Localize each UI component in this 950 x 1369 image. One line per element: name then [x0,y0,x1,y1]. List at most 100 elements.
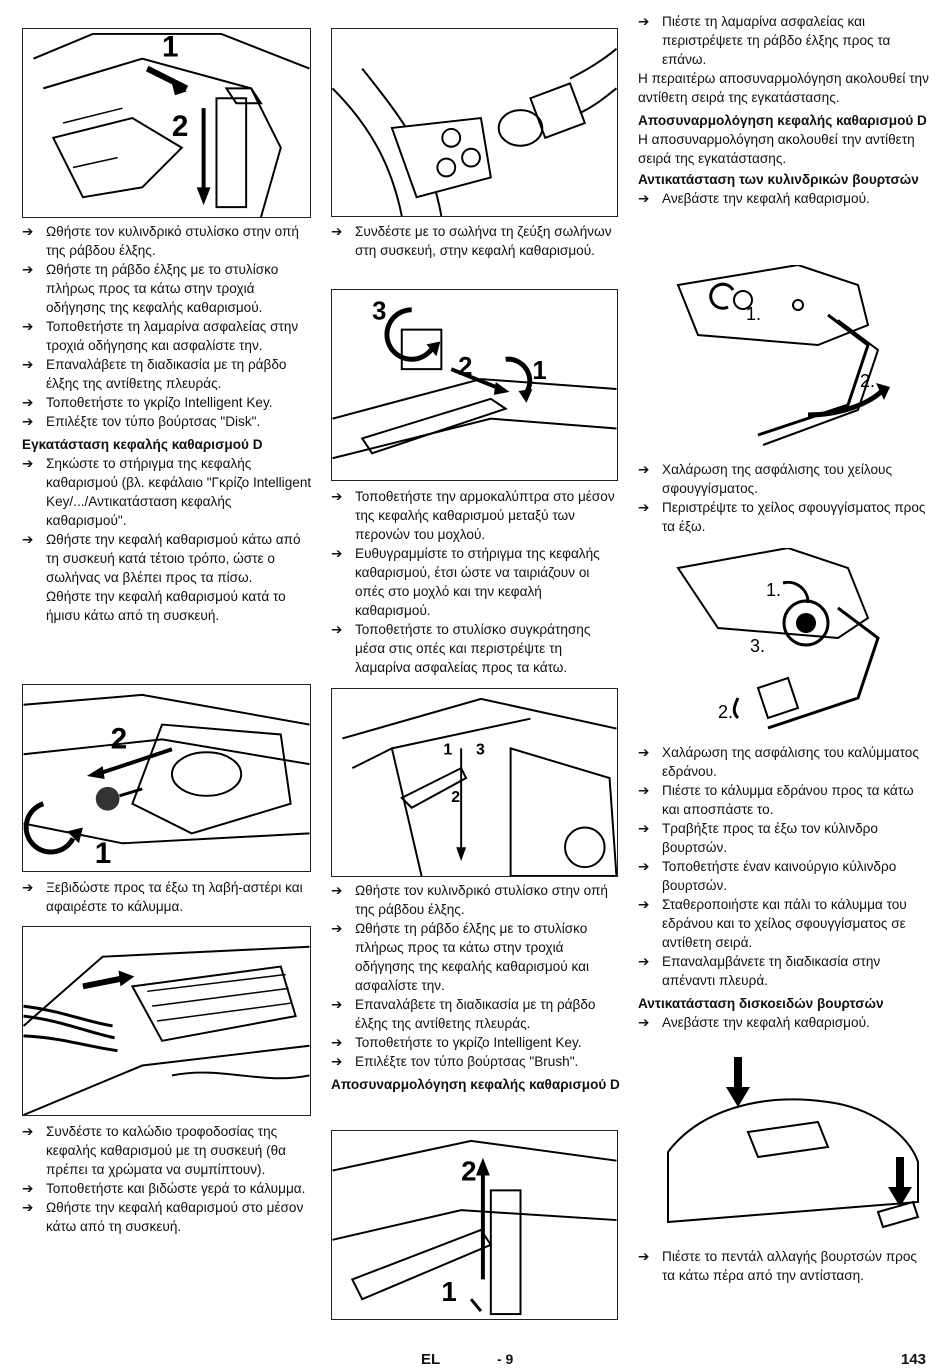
step-list-a: ➔Συνδέστε με το σωλήνα τη ζεύξη σωλήνων … [331,222,621,260]
fig-label: 3 [476,741,485,758]
arrow-icon: ➔ [22,456,34,471]
instruction-step: ➔Ωθήστε τον κυλινδρικό στυλίσκο στην οπή… [22,222,312,260]
step-text: Ξεβιδώστε προς τα έξω τη λαβή-αστέρι και… [46,880,303,914]
steps-block: ➔Ξεβιδώστε προς τα έξω τη λαβή-αστέρι κα… [22,878,312,916]
instruction-step: ➔Επαναλαμβάνετε τη διαδικασία στην απένα… [638,952,930,990]
instruction-step: ➔Επιλέξτε τον τύπο βούρτσας "Brush". [331,1052,621,1071]
steps-block: ➔Χαλάρωση της ασφάλισης του χείλους σφου… [638,460,930,536]
figure-tow-bar-pin: 1 2 [22,28,311,218]
instruction-step: ➔ Τραβήξτε προς τα έξω τον κύλινδρο βουρτ… [638,819,930,857]
step-list-d: ➔ Χαλάρωση της ασφάλισης του καλύμματος ε… [638,743,930,990]
step-text: Τοποθετήστε και βιδώστε γερά το κάλυμμα. [46,1181,306,1196]
arrow-icon: ➔ [638,14,650,29]
fig-label: 2 [451,789,460,806]
arrow-icon: ➔ [22,1200,34,1215]
figure-release-lever: 2 1 [331,1130,618,1320]
fig-label: 3 [372,298,386,326]
paragraph: Η αποσυναρμολόγηση ακολουθεί την αντίθετ… [638,132,915,166]
step-text: Ανεβάστε την κεφαλή καθαρισμού. [662,1015,870,1030]
step-text: Ωθήστε τον κυλινδρικό στυλίσκο στην οπή … [355,883,608,917]
step-text: Χαλάρωση της ασφάλισης του καλύμματος εδ… [662,745,919,779]
arrow-icon: ➔ [638,1249,650,1264]
arrow-icon: ➔ [22,224,34,239]
fig-label: 1 [443,741,452,758]
fig-label: 2 [461,1155,476,1186]
step-text: Ωθήστε τη ράβδο έλξης με το στυλίσκο πλή… [46,262,279,315]
steps-block: ➔ Ωθήστε τον κυλινδρικό στυλίσκο στην οπή… [331,881,621,1094]
arrow-icon: ➔ [331,883,343,898]
instruction-step: ➔Ευθυγραμμίστε το στήριγμα της κεφαλής κ… [331,544,621,620]
instruction-step: ➔ Ωθήστε την κεφαλή καθαρισμού στο μέσον … [22,1198,312,1236]
instruction-step: ➔Επαναλάβετε τη διαδικασία με τη ράβδο έ… [22,355,312,393]
figure-power-cable [22,926,311,1116]
footer-language: EL [421,1351,441,1368]
arrow-icon: ➔ [22,395,34,410]
steps-block: ➔Ωθήστε τον κυλινδρικό στυλίσκο στην οπή… [22,222,312,625]
page-number: 143 [901,1351,927,1368]
step-text: Σταθεροποιήστε και πάλι το κάλυμμα του ε… [662,897,907,950]
fig-label: 1 [441,1276,456,1307]
step-text: Τοποθετήστε το γκρίζο Intelligent Key. [46,395,273,410]
step-text: Επιλέξτε τον τύπο βούρτσας "Brush". [355,1054,579,1069]
step-text: Πιέστε το πεντάλ αλλαγής βουρτσών προς τ… [662,1249,917,1283]
step-list-f: ➔ Πιέστε το πεντάλ αλλαγής βουρτσών προς … [638,1247,930,1285]
fig-label: 2. [860,371,875,391]
step-text: Τραβήξτε προς τα έξω τον κύλινδρο βουρτσ… [662,821,878,855]
instruction-step: ➔ Πιέστε τη λαμαρίνα ασφαλείας και περιστ… [638,12,930,69]
instruction-step: ➔Ανεβάστε την κεφαλή καθαρισμού. [638,189,930,208]
arrow-icon: ➔ [22,262,34,277]
arrow-icon: ➔ [331,489,343,504]
figure-squeegee: 1. 2. [638,265,928,455]
steps-block: ➔ Πιέστε τη λαμαρίνα ασφαλείας και περιστ… [638,12,930,208]
instruction-step: ➔ Σηκώστε το στήριγμα της κεφαλής καθαρισ… [22,454,312,530]
fig-label: 1 [95,837,112,870]
step-text: Σηκώστε το στήριγμα της κεφαλής καθαρισμ… [46,456,312,528]
arrow-icon: ➔ [22,1124,34,1139]
arrow-icon: ➔ [331,921,343,936]
arrow-icon: ➔ [22,319,34,334]
instruction-step: ➔Σταθεροποιήστε και πάλι το κάλυμμα του … [638,895,930,952]
step-list-c: ➔Ξεβιδώστε προς τα έξω τη λαβή-αστέρι κα… [22,878,312,916]
section-heading: Εγκατάσταση κεφαλής καθαρισμού D [22,437,263,452]
step-list-c: ➔Χαλάρωση της ασφάλισης του χείλους σφου… [638,460,930,536]
step-list-b: ➔Ανεβάστε την κεφαλή καθαρισμού. [638,189,930,208]
step-text: Ωθήστε την κεφαλή καθαρισμού στο μέσον κ… [46,1200,304,1234]
instruction-step: ➔Περιστρέψτε το χείλος σφουγγίσματος προ… [638,498,930,536]
figure-star-knob: 2 1 [22,684,311,872]
arrow-icon: ➔ [638,500,650,515]
fig-label: 1 [532,357,546,385]
instruction-step: ➔ Ωθήστε τη ράβδο έλξης με το στυλίσκο πλ… [22,260,312,317]
instruction-step: ➔Επαναλάβετε τη διαδικασία με τη ράβδο έ… [331,995,621,1033]
step-text: Ωθήστε την κεφαλή καθαρισμού κάτω από τη… [46,532,301,585]
arrow-icon: ➔ [638,1015,650,1030]
fig-label: 2 [458,353,472,381]
instruction-step: ➔Ξεβιδώστε προς τα έξω τη λαβή-αστέρι κα… [22,878,312,916]
step-text: Τοποθετήστε έναν καινούργιο κύλινδρο βου… [662,859,897,893]
step-text: Τοποθετήστε την αρμοκαλύπτρα στο μέσον τ… [355,489,615,542]
paragraph: Η περαιτέρω αποσυναρμολόγηση ακολουθεί τ… [638,71,929,105]
arrow-icon: ➔ [331,622,343,637]
section-heading: Αποσυναρμολόγηση κεφαλής καθαρισμού D [638,113,927,128]
fig-label: 1. [746,304,761,324]
instruction-step: ➔Ωθήστε τη ράβδο έλξης με το στυλίσκο πλ… [331,919,621,995]
fig-label: 1. [766,580,781,600]
instruction-step: ➔ Τοποθετήστε την αρμοκαλύπτρα στο μέσον … [331,487,621,544]
step-list-c: ➔ Ωθήστε τον κυλινδρικό στυλίσκο στην οπή… [331,881,621,1071]
arrow-icon: ➔ [638,462,650,477]
steps-block: ➔ Χαλάρωση της ασφάλισης του καλύμματος ε… [638,743,930,1032]
section-heading: Αντικατάσταση των κυλινδρικών βουρτσών [638,172,919,187]
instruction-step: ➔Συνδέστε το καλώδιο τροφοδοσίας της κεφ… [22,1122,312,1179]
arrow-icon: ➔ [22,1181,34,1196]
figure-hose-coupling [331,28,618,217]
steps-block: ➔Συνδέστε το καλώδιο τροφοδοσίας της κεφ… [22,1122,312,1236]
figure-tow-bar-insert: 1 3 2 [331,688,618,877]
fig-label: 1 [162,31,179,64]
step-list-a: ➔ Πιέστε τη λαμαρίνα ασφαλείας και περιστ… [638,12,930,69]
fig-label: 3. [750,636,765,656]
step-text: Συνδέστε με το σωλήνα τη ζεύξη σωλήνων σ… [355,224,612,258]
step-text: Πιέστε τη λαμαρίνα ασφαλείας και περιστρ… [662,14,891,67]
arrow-icon: ➔ [638,821,650,836]
instruction-step: ➔Τοποθετήστε το στυλίσκο συγκράτησης μέσ… [331,620,621,677]
arrow-icon: ➔ [331,997,343,1012]
figure-lever-mount: 3 2 1 [331,289,618,481]
